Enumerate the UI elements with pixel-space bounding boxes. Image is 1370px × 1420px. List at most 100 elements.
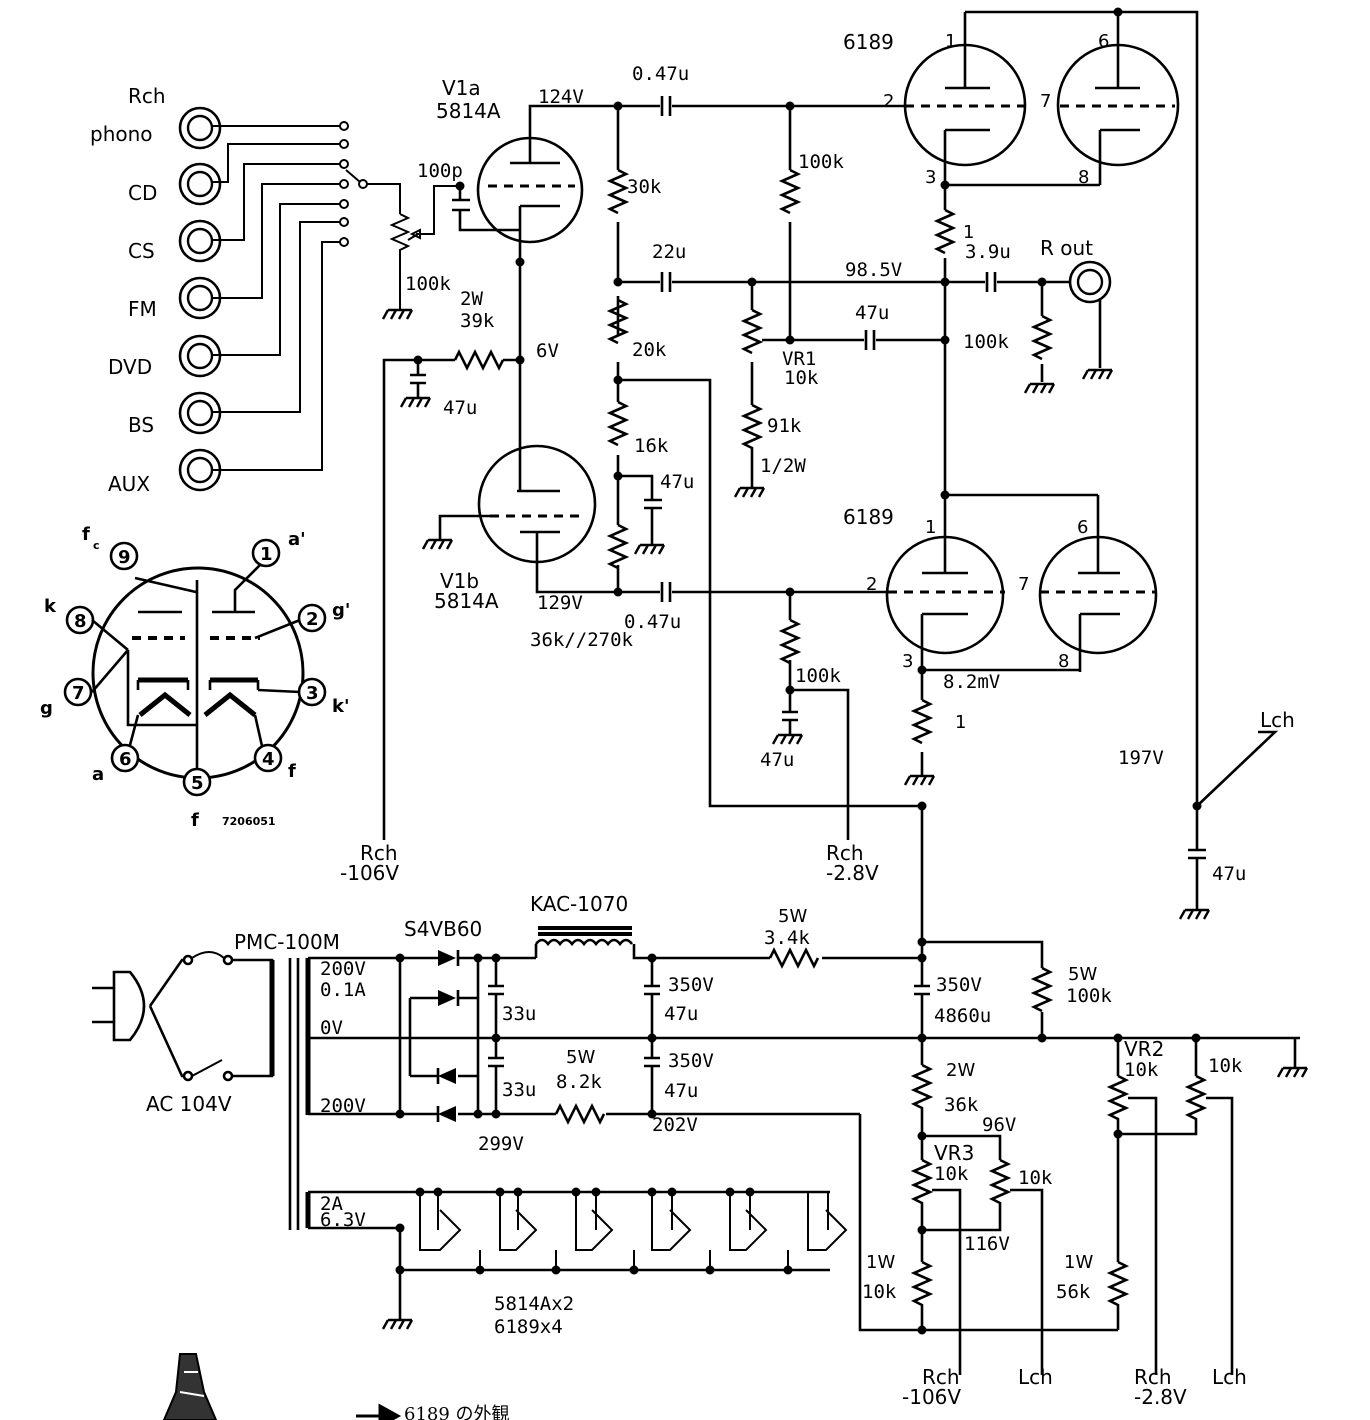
tube-6189-bottom-a xyxy=(885,495,1005,670)
r-39k: 39k xyxy=(460,310,495,332)
tube-photo-fragment xyxy=(162,1353,218,1420)
cap-350v-a: 350V xyxy=(668,974,714,996)
vr2b-value: 10k xyxy=(1208,1055,1243,1077)
v-202v: 202V xyxy=(652,1114,698,1136)
v-116v: 116V xyxy=(964,1233,1010,1255)
v-197v: 197V xyxy=(1118,747,1164,769)
pin-label-k1: k' xyxy=(332,696,349,717)
pin-label: 8 xyxy=(1078,167,1089,188)
pin-label: 1 xyxy=(945,31,956,52)
tube-6189-top-b xyxy=(1056,12,1180,185)
ref-rch-b: Rch xyxy=(826,841,864,865)
bottom-ref-lch-a: Lch xyxy=(1018,1365,1053,1389)
vr3-value: 10k xyxy=(934,1163,969,1185)
r-100k-fb: 100k xyxy=(798,151,844,173)
bottom-ref-rch-b: Rch xyxy=(1134,1365,1172,1389)
source-label-aux: AUX xyxy=(108,472,150,496)
vr2-name: VR2 xyxy=(1124,1037,1164,1061)
pin-num: 3 xyxy=(306,683,319,704)
bottom-ref-lch-b: Lch xyxy=(1212,1365,1247,1389)
r-8-2k: 8.2k xyxy=(556,1071,602,1093)
cap-47u-bypass: 47u xyxy=(443,397,477,419)
pin-label-f5: f xyxy=(191,810,199,831)
pin-num: 4 xyxy=(262,749,275,770)
pin-label: 2 xyxy=(883,91,894,112)
r-100k-p: 100k xyxy=(1066,985,1112,1007)
cap-47u-e: 47u xyxy=(664,1003,698,1025)
pin-label: 1 xyxy=(925,517,936,538)
cap-047u-bottom: 0.47u xyxy=(624,611,681,633)
vr3-name: VR3 xyxy=(934,1141,974,1165)
tube-bottom-type: 6189 xyxy=(843,505,894,529)
heater-filaments xyxy=(419,1192,848,1270)
pin-label-a: a xyxy=(92,764,104,785)
tube-top-type: 6189 xyxy=(843,30,894,54)
cap-47u-grid: 47u xyxy=(760,749,794,771)
bottom-ref-rch-a: Rch xyxy=(922,1365,960,1389)
pin-label: 7 xyxy=(1040,91,1051,112)
ref-rch-b-v: -2.8V xyxy=(826,861,879,885)
vr1-name: VR1 xyxy=(782,348,816,370)
cap-47u-fb: 47u xyxy=(855,302,889,324)
ac-voltage: AC 104V xyxy=(146,1092,232,1116)
rectifier-name: S4VB60 xyxy=(404,917,482,941)
pin-num: 1 xyxy=(260,544,273,565)
source-label-phono: phono xyxy=(90,122,153,146)
output-jack[interactable] xyxy=(1068,260,1112,304)
pin-label-fc: f xyxy=(82,524,90,545)
choke-name: KAC-1070 xyxy=(530,892,628,916)
pin-circles xyxy=(63,538,327,797)
pin-label-g: g xyxy=(40,698,53,719)
r-100k-out: 100k xyxy=(963,331,1009,353)
sec-0v: 0V xyxy=(320,1017,343,1039)
pin-num: 9 xyxy=(118,547,131,568)
r-16k: 16k xyxy=(634,435,669,457)
input-section: Rch phono CD CS FM DVD BS AUX 100k xyxy=(90,84,460,496)
cap-047u-top: 0.47u xyxy=(632,63,689,85)
sec-200v-a: 200V xyxy=(320,958,366,980)
v1b-type: 5814A xyxy=(434,589,499,613)
vol-pot-value: 100k xyxy=(405,273,451,295)
v-8-2mv: 8.2mV xyxy=(943,671,1000,693)
cap-100p: 100p xyxy=(417,160,463,182)
caption-arrow-icon xyxy=(356,1403,402,1420)
pin-label: 6 xyxy=(1077,517,1088,538)
output-label: R out xyxy=(1040,236,1093,260)
pin-label: 7 xyxy=(1018,574,1029,595)
tube-v1b: V1b 5814A 129V xyxy=(434,444,597,614)
r-91k: 91k xyxy=(767,415,802,437)
power-supply: PMC-100M S4VB60 KAC-1070 AC 104V 200V 0.… xyxy=(92,892,1309,1375)
r-5w-b: 5W xyxy=(566,1047,595,1068)
r-1-bottom: 1 xyxy=(955,712,966,733)
r-56k: 56k xyxy=(1056,1281,1091,1303)
pin-num: 5 xyxy=(191,773,204,794)
tube-v1a: V1a 5814A 124V 100p xyxy=(417,76,584,244)
power-junction-dots xyxy=(395,937,1201,1335)
v-96v: 96V xyxy=(982,1114,1016,1136)
tube-6189-bottom-b xyxy=(1038,495,1158,672)
v-299v: 299V xyxy=(478,1133,524,1155)
pin-label: 2 xyxy=(866,574,877,595)
jack-phono[interactable] xyxy=(178,106,222,150)
jack-cd[interactable] xyxy=(178,162,222,206)
r-20k: 20k xyxy=(632,339,667,361)
cap-47u-197: 47u xyxy=(1212,863,1246,885)
pin-label-k: k xyxy=(44,596,57,617)
r-2w-b: 2W xyxy=(946,1060,975,1081)
r-5w-c: 5W xyxy=(1068,964,1097,985)
pin-diagram-code: 7206051 xyxy=(222,815,276,828)
junction-dots xyxy=(413,7,1202,811)
cap-4860u: 4860u xyxy=(934,1005,991,1027)
r-91k-watt: 1/2W xyxy=(760,455,806,477)
v1b-name: V1b xyxy=(440,569,479,593)
heater-list-b: 6189x4 xyxy=(494,1316,563,1338)
v1a-name: V1a xyxy=(442,76,481,100)
cap-350v-b: 350V xyxy=(668,1050,714,1072)
source-label-cd: CD xyxy=(128,181,157,205)
heater-2a: 2A xyxy=(320,1193,343,1215)
v1a-type: 5814A xyxy=(436,99,501,123)
transformer-name: PMC-100M xyxy=(234,930,340,954)
cap-33u-a: 33u xyxy=(502,1003,536,1025)
r-1w-b: 1W xyxy=(1064,1252,1093,1273)
